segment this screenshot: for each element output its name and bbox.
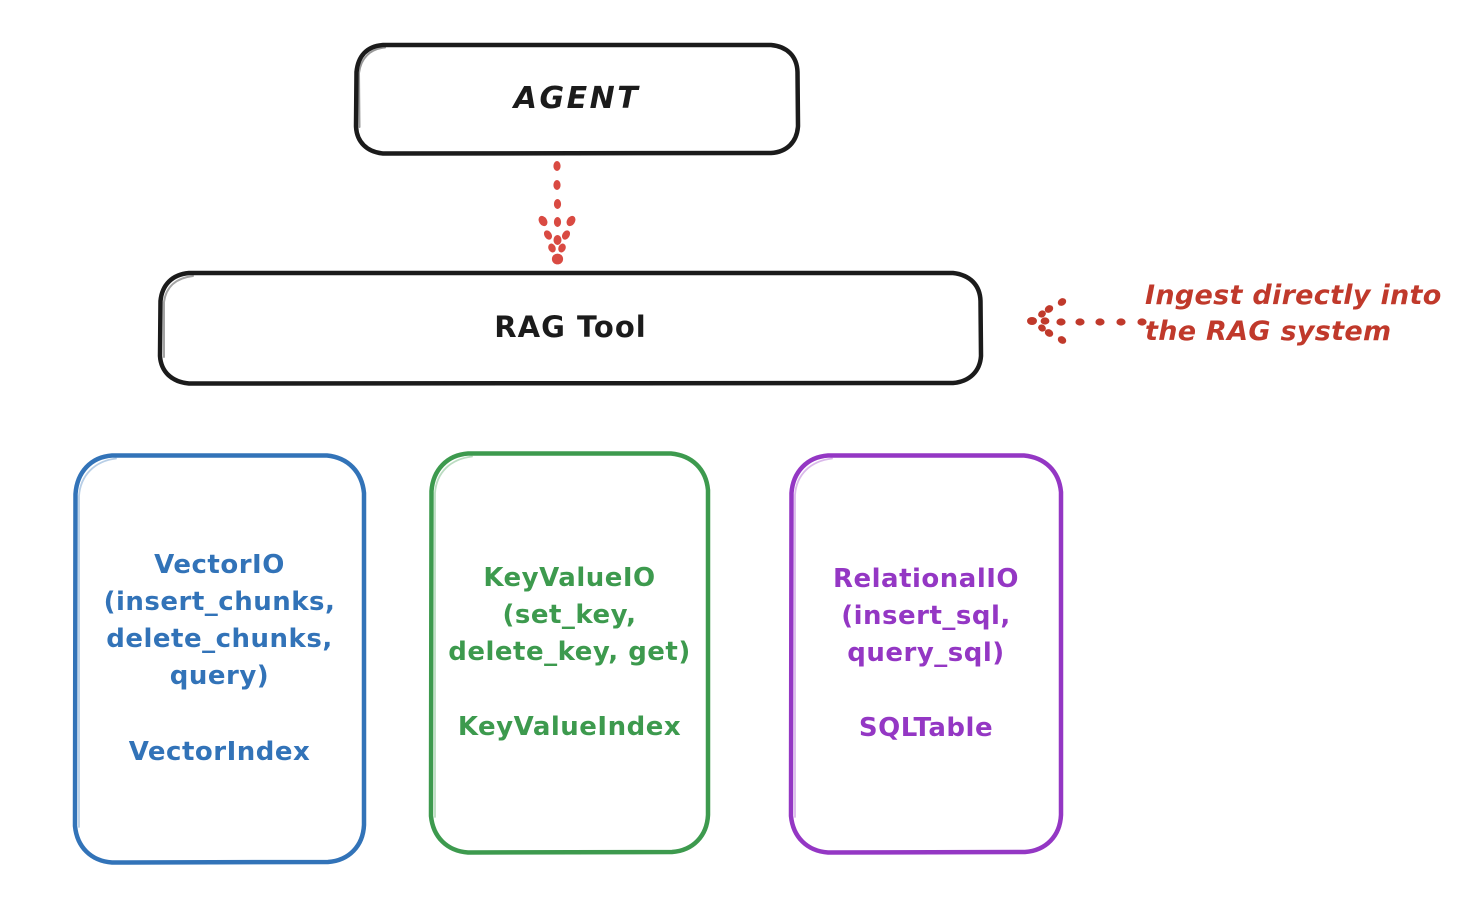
node-agent[interactable]: AGENT	[353, 42, 801, 156]
rag-tool-label: RAG Tool	[494, 310, 647, 345]
dotted-left-arrow-icon	[1027, 298, 1147, 344]
ingest-annotation-text: Ingest directly into the RAG system	[1145, 280, 1442, 347]
key-value-io-label-group: KeyValueIO (set_key, delete_key, get) Ke…	[444, 523, 695, 783]
node-relational-io[interactable]: RelationalIO (insert_sql, query_sql) SQL…	[788, 452, 1064, 856]
dotted-down-arrow-icon	[538, 161, 576, 265]
key-value-io-index-label: KeyValueIndex	[457, 712, 682, 743]
relational-io-label-group: RelationalIO (insert_sql, query_sql) SQL…	[829, 524, 1023, 784]
relational-io-index-label: SQLTable	[858, 713, 994, 744]
relational-io-api-label: RelationalIO (insert_sql, query_sql)	[832, 563, 1020, 668]
vector-io-label-group: VectorIO (insert_chunks, delete_chunks, …	[100, 510, 340, 807]
vector-io-index-label: VectorIndex	[128, 736, 311, 767]
node-rag-tool[interactable]: RAG Tool	[157, 270, 984, 386]
node-key-value-io[interactable]: KeyValueIO (set_key, delete_key, get) Ke…	[428, 450, 711, 856]
vector-io-api-label: VectorIO (insert_chunks, delete_chunks, …	[103, 550, 336, 691]
node-vector-io[interactable]: VectorIO (insert_chunks, delete_chunks, …	[72, 452, 367, 866]
key-value-io-api-label: KeyValueIO (set_key, delete_key, get)	[448, 562, 691, 667]
agent-label: AGENT	[513, 80, 641, 116]
